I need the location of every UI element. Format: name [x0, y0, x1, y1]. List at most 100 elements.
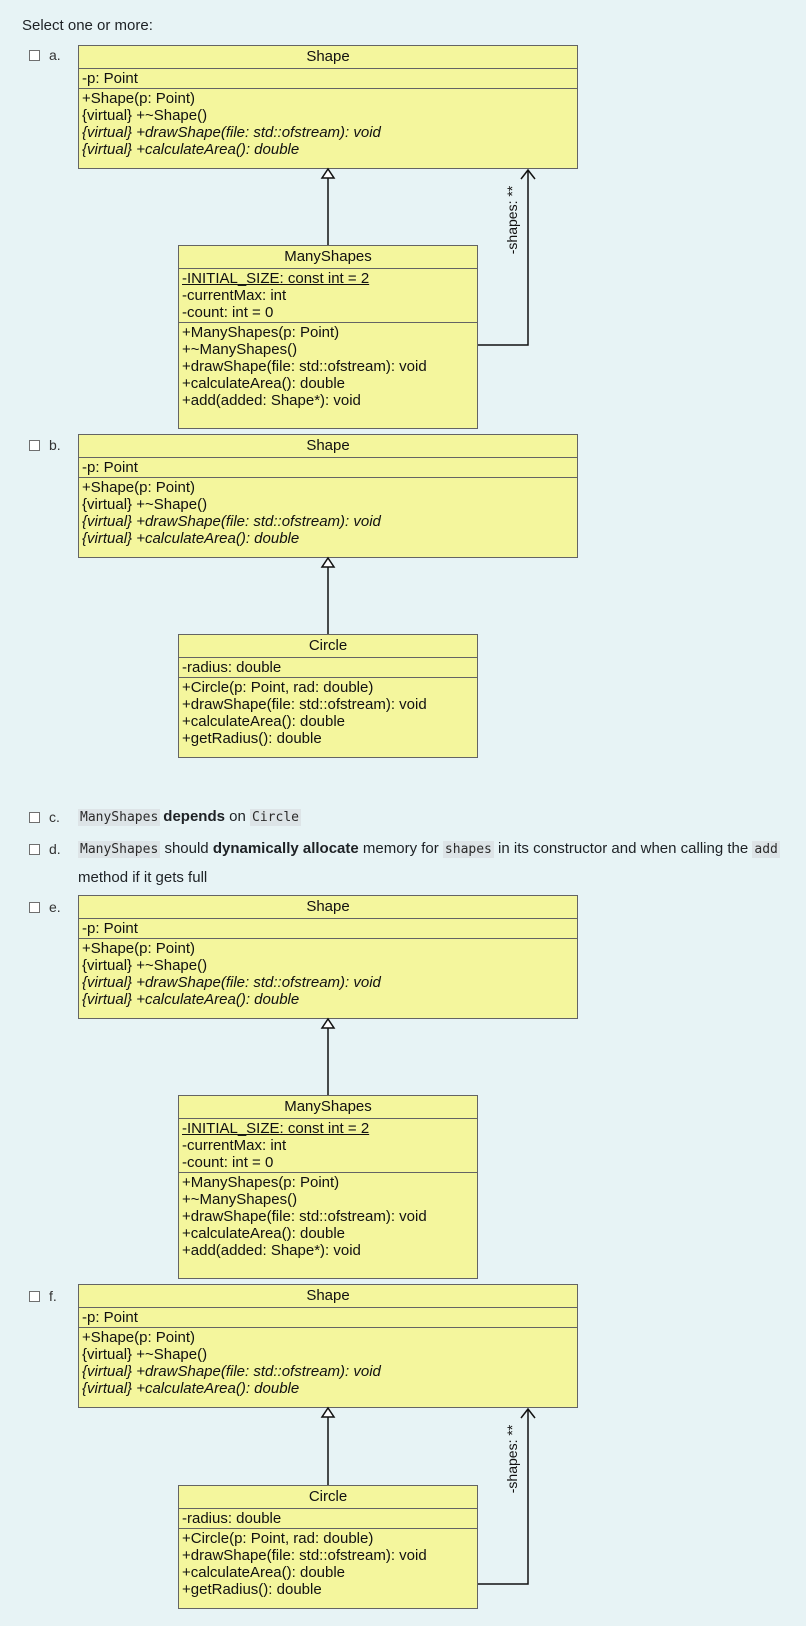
uml-attributes: -p: Point	[79, 1308, 577, 1328]
uml-method: +~ManyShapes()	[182, 341, 298, 358]
uml-class-name: Shape	[79, 1285, 577, 1308]
option-d-letter: d.	[49, 841, 61, 857]
bold-depends: depends	[163, 808, 225, 825]
uml-method: +Shape(p: Point)	[82, 90, 195, 107]
uml-class-name: Shape	[79, 435, 577, 458]
uml-attributes: -INITIAL_SIZE: const int = 2-currentMax:…	[179, 269, 477, 323]
uml-method: +drawShape(file: std::ofstream): void	[182, 1547, 427, 1564]
uml-method: +calculateArea(): double	[182, 375, 346, 392]
uml-method: +Shape(p: Point)	[82, 479, 195, 496]
uml-methods: +Shape(p: Point){virtual} +~Shape(){virt…	[79, 1328, 577, 1398]
text-constructor: in its constructor and when calling the	[493, 840, 753, 857]
association-line	[478, 171, 529, 346]
text-should: should	[160, 840, 213, 857]
uml-attribute: -p: Point	[82, 1309, 138, 1326]
uml-method: +ManyShapes(p: Point)	[182, 324, 340, 341]
option-c-checkbox[interactable]	[29, 812, 40, 823]
association-role-label: -shapes: **	[504, 185, 521, 255]
bold-dynamically-allocate: dynamically allocate	[212, 840, 359, 857]
uml-attribute: -count: int = 0	[182, 1154, 274, 1171]
inheritance-arrowhead	[320, 167, 336, 179]
uml-attributes: -INITIAL_SIZE: const int = 2-currentMax:…	[179, 1119, 477, 1173]
uml-attribute: -INITIAL_SIZE: const int = 2	[182, 1120, 370, 1137]
association-role-label: -shapes: **	[504, 1424, 521, 1494]
inheritance-arrowhead	[320, 556, 336, 568]
uml-method: +drawShape(file: std::ofstream): void	[182, 1208, 427, 1225]
option-c-text: ManyShapes depends on Circle	[78, 803, 783, 832]
association-line	[478, 1410, 529, 1585]
option-f-checkbox[interactable]	[29, 1291, 40, 1302]
option-f-letter: f.	[49, 1288, 57, 1304]
uml-method: +Shape(p: Point)	[82, 1329, 195, 1346]
uml-attribute: -p: Point	[82, 70, 138, 87]
uml-class-shape: Shape-p: Point+Shape(p: Point){virtual} …	[78, 895, 578, 1019]
uml-methods: +ManyShapes(p: Point)+~ManyShapes()+draw…	[179, 1173, 477, 1260]
association-arrowhead	[520, 168, 536, 180]
uml-methods: +Shape(p: Point){virtual} +~Shape(){virt…	[79, 478, 577, 548]
uml-class-name: Circle	[179, 635, 477, 658]
uml-method: +~ManyShapes()	[182, 1191, 298, 1208]
uml-method: {virtual} +drawShape(file: std::ofstream…	[82, 513, 381, 530]
uml-class-name: ManyShapes	[179, 1096, 477, 1119]
uml-methods: +Shape(p: Point){virtual} +~Shape(){virt…	[79, 939, 577, 1009]
uml-method: {virtual} +~Shape()	[82, 957, 208, 974]
option-c-letter: c.	[49, 809, 60, 825]
code-manyshapes: ManyShapes	[78, 841, 161, 858]
option-d-checkbox[interactable]	[29, 844, 40, 855]
text-memory-for: memory for	[358, 840, 443, 857]
inheritance-arrowhead	[320, 1406, 336, 1418]
uml-method: +calculateArea(): double	[182, 1225, 346, 1242]
uml-method: {virtual} +drawShape(file: std::ofstream…	[82, 124, 381, 141]
uml-methods: +Circle(p: Point, rad: double)+drawShape…	[179, 1529, 477, 1599]
inheritance-arrowhead	[320, 1017, 336, 1029]
uml-method: +drawShape(file: std::ofstream): void	[182, 358, 427, 375]
uml-class-shape: Shape-p: Point+Shape(p: Point){virtual} …	[78, 45, 578, 169]
uml-attribute: -count: int = 0	[182, 304, 274, 321]
uml-class-shape: Shape-p: Point+Shape(p: Point){virtual} …	[78, 434, 578, 558]
uml-class-name: ManyShapes	[179, 246, 477, 269]
uml-attribute: -radius: double	[182, 659, 282, 676]
text-method-full: method if it gets full	[78, 869, 208, 886]
code-manyshapes: ManyShapes	[78, 809, 161, 826]
option-e-checkbox[interactable]	[29, 902, 40, 913]
uml-class-circle: Circle-radius: double +Circle(p: Point, r…	[178, 634, 478, 758]
uml-attribute: -currentMax: int	[182, 287, 287, 304]
code-add: add	[752, 841, 780, 858]
uml-method: +calculateArea(): double	[182, 713, 346, 730]
question-prompt: Select one or more:	[22, 17, 153, 34]
uml-class-shape: Shape-p: Point+Shape(p: Point){virtual} …	[78, 1284, 578, 1408]
option-d-text: ManyShapes should dynamically allocate m…	[78, 835, 783, 892]
uml-class-name: Shape	[79, 46, 577, 69]
uml-method: {virtual} +calculateArea(): double	[82, 141, 300, 158]
option-a-checkbox[interactable]	[29, 50, 40, 61]
uml-class-manyshapes: ManyShapes-INITIAL_SIZE: const int = 2-c…	[178, 245, 478, 429]
uml-attributes: -p: Point	[79, 919, 577, 939]
uml-method: {virtual} +calculateArea(): double	[82, 1380, 300, 1397]
uml-method: +calculateArea(): double	[182, 1564, 346, 1581]
association-arrowhead	[520, 1407, 536, 1419]
uml-methods: +Shape(p: Point){virtual} +~Shape(){virt…	[79, 89, 577, 159]
uml-methods: +ManyShapes(p: Point)+~ManyShapes()+draw…	[179, 323, 477, 410]
option-a-letter: a.	[49, 47, 61, 63]
uml-attributes: -radius: double	[179, 1509, 477, 1529]
uml-attribute: -p: Point	[82, 459, 138, 476]
uml-method: +getRadius(): double	[182, 730, 322, 747]
uml-method: {virtual} +~Shape()	[82, 496, 208, 513]
uml-method: {virtual} +drawShape(file: std::ofstream…	[82, 974, 381, 991]
uml-method: {virtual} +~Shape()	[82, 1346, 208, 1363]
uml-method: +add(added: Shape*): void	[182, 392, 361, 409]
uml-method: +ManyShapes(p: Point)	[182, 1174, 340, 1191]
uml-attribute: -currentMax: int	[182, 1137, 287, 1154]
uml-attribute: -radius: double	[182, 1510, 282, 1527]
uml-method: +getRadius(): double	[182, 1581, 322, 1598]
uml-class-manyshapes: ManyShapes-INITIAL_SIZE: const int = 2-c…	[178, 1095, 478, 1279]
uml-methods: +Circle(p: Point, rad: double)+drawShape…	[179, 678, 477, 748]
option-b-checkbox[interactable]	[29, 440, 40, 451]
uml-attributes: -radius: double	[179, 658, 477, 678]
uml-method: +Shape(p: Point)	[82, 940, 195, 957]
uml-method: +Circle(p: Point, rad: double)	[182, 1530, 374, 1547]
uml-method: +Circle(p: Point, rad: double)	[182, 679, 374, 696]
uml-attributes: -p: Point	[79, 69, 577, 89]
uml-class-name: Shape	[79, 896, 577, 919]
uml-method: {virtual} +drawShape(file: std::ofstream…	[82, 1363, 381, 1380]
